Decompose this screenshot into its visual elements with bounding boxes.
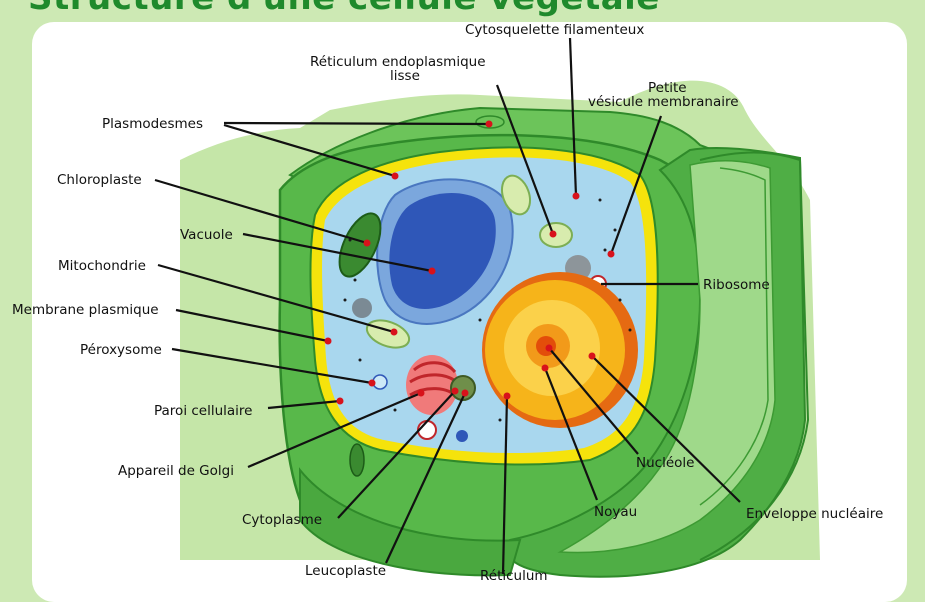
label-peroxysome: Péroxysome: [80, 342, 162, 358]
label-nucleole: Nucléole: [636, 455, 694, 471]
label-cytosquelette: Cytosquelette filamenteux: [465, 22, 644, 38]
label-paroi-cellulaire: Paroi cellulaire: [154, 403, 252, 419]
labels: Cytosquelette filamenteux Réticulum endo…: [12, 22, 883, 580]
nucleus: [482, 272, 638, 428]
label-plasmodesmes: Plasmodesmes: [102, 116, 203, 132]
chloroplast: [338, 212, 382, 278]
label-vacuole: Vacuole: [180, 227, 233, 243]
label-ribosome: Ribosome: [703, 277, 770, 293]
label-cytoplasme: Cytoplasme: [242, 512, 322, 528]
label-vesicule-1: Petite: [648, 80, 687, 96]
cell-diagram: Cytosquelette filamenteux Réticulum endo…: [12, 22, 883, 580]
golgi: [406, 355, 462, 415]
label-mitochondrie: Mitochondrie: [58, 258, 146, 274]
label-dots: [324, 120, 615, 405]
label-membrane-plasmique: Membrane plasmique: [12, 302, 159, 318]
leucoplast: [450, 375, 476, 401]
label-reticulum-bas: Réticulum: [480, 568, 548, 580]
label-appareil-golgi: Appareil de Golgi: [118, 463, 234, 479]
label-leucoplaste: Leucoplaste: [305, 563, 386, 579]
label-enveloppe-nucleaire: Enveloppe nucléaire: [746, 506, 883, 522]
leader-lines: [154, 37, 741, 575]
label-vesicule-2: vésicule membranaire: [588, 94, 739, 110]
label-noyau: Noyau: [594, 504, 637, 520]
label-reticulum-lisse-1: Réticulum endoplasmique: [310, 54, 486, 70]
label-reticulum-lisse-2: lisse: [390, 68, 420, 84]
diagram-title: Structure d'une cellule végétale: [28, 0, 660, 18]
label-chloroplaste: Chloroplaste: [57, 172, 142, 188]
